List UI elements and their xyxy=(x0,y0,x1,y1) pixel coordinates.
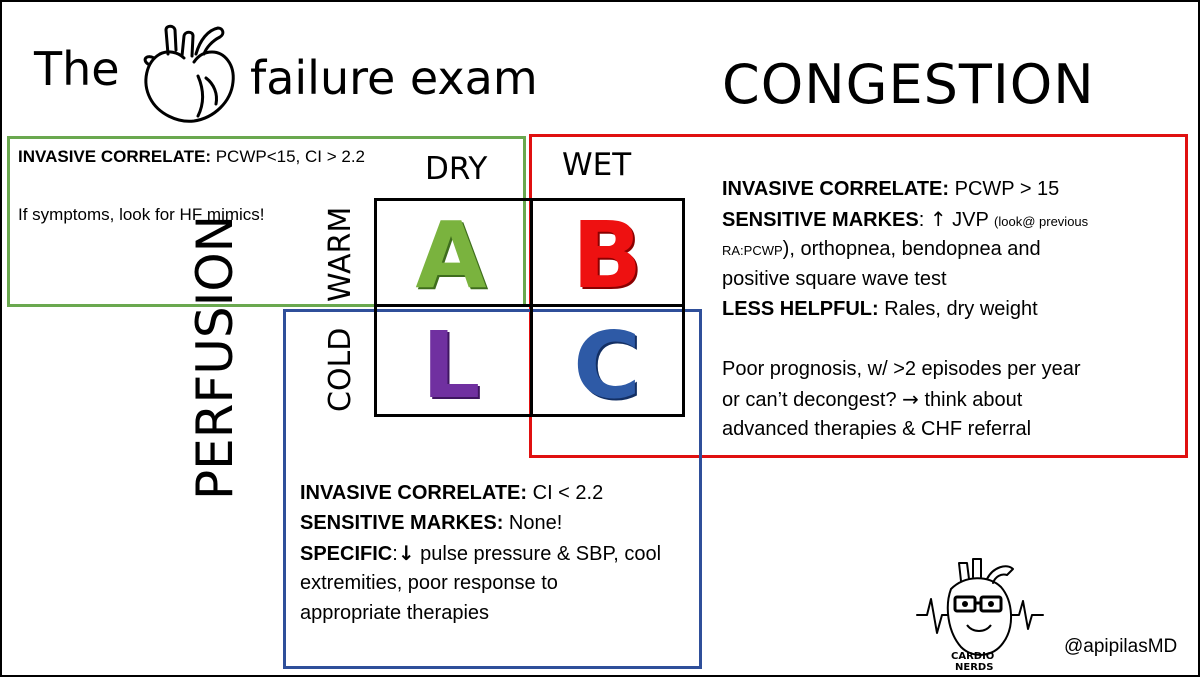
dry-region-box xyxy=(7,136,526,307)
column-label-dry: DRY xyxy=(425,151,488,187)
grid-horizontal-divider xyxy=(377,304,682,307)
wet-prognosis-1: Poor prognosis, w/ >2 episodes per year xyxy=(722,358,1081,380)
down-arrow-icon: ↓ xyxy=(397,541,415,565)
up-arrow-icon: ↑ xyxy=(929,207,947,231)
wet-prognosis-3: advanced therapies & CHF referral xyxy=(722,418,1032,440)
column-label-wet: WET xyxy=(562,147,632,183)
dry-invasive-label: INVASIVE CORRELATE: xyxy=(18,147,211,166)
right-arrow-icon: → xyxy=(902,387,919,411)
wet-prognosis-2: or can’t decongest? → think about xyxy=(722,384,1022,415)
wet-invasive-line: INVASIVE CORRELATE: PCWP > 15 xyxy=(722,174,1059,204)
cell-cold-wet: C xyxy=(573,312,641,419)
cold-sensitive-value: None! xyxy=(503,512,563,534)
wet-sensitive-colon: : xyxy=(918,209,930,231)
logo-text-cardio: CARDIO xyxy=(951,651,994,662)
wet-less-label: LESS HELPFUL: xyxy=(722,298,879,320)
row-label-warm: WARM xyxy=(323,206,358,302)
cold-specific-value-b: extremities, poor response to xyxy=(300,572,558,594)
cold-sensitive-line: SENSITIVE MARKES: None! xyxy=(300,508,562,538)
wet-invasive-label: INVASIVE CORRELATE: xyxy=(722,178,950,200)
cold-invasive-value: CI < 2.2 xyxy=(527,482,604,504)
cold-sensitive-label: SENSITIVE MARKES: xyxy=(300,512,504,534)
wet-prognosis-2a: or can’t decongest? xyxy=(722,389,903,411)
wet-sensitive-value-b: ), orthopnea, bendopnea and xyxy=(782,238,1041,260)
wet-invasive-value: PCWP > 15 xyxy=(949,178,1060,200)
heart-icon xyxy=(143,24,235,123)
wet-sensitive-note: (look@ previous xyxy=(994,214,1089,229)
logo-text-nerds: NERDS xyxy=(955,662,993,673)
dry-invasive-value: PCWP<15, CI > 2.2 xyxy=(211,147,366,166)
cell-cold-dry: L xyxy=(421,312,481,419)
cell-warm-wet: B xyxy=(571,202,643,309)
cold-specific-label: SPECIFIC xyxy=(300,543,393,565)
cold-specific-line: SPECIFIC:↓ pulse pressure & SBP, cool xyxy=(300,538,661,569)
wet-sensitive-value-a: JVP xyxy=(946,209,995,231)
wet-sensitive-value-c: positive square wave test xyxy=(722,268,947,290)
wet-sensitive-line: SENSITIVE MARKES: ↑ JVP (look@ previous xyxy=(722,204,1088,237)
title-suffix: failure exam xyxy=(250,51,538,105)
cold-specific-value-a: pulse pressure & SBP, cool xyxy=(414,543,662,565)
cold-invasive-line: INVASIVE CORRELATE: CI < 2.2 xyxy=(300,478,603,508)
congestion-axis-label: CONGESTION xyxy=(722,53,1095,116)
wet-sensitive-note-2: RA:PCWP xyxy=(722,243,783,258)
profile-grid xyxy=(374,198,685,417)
grid-vertical-divider xyxy=(530,201,533,414)
row-label-cold: COLD xyxy=(323,327,358,412)
title-prefix: The xyxy=(34,42,120,96)
cold-invasive-label: INVASIVE CORRELATE: xyxy=(300,482,528,504)
cell-warm-dry: A xyxy=(415,202,487,309)
cardionerds-logo: CARDIO NERDS xyxy=(916,558,1044,673)
wet-prognosis-2b: think about xyxy=(918,389,1023,411)
wet-less-helpful-line: LESS HELPFUL: Rales, dry weight xyxy=(722,294,1038,324)
wet-sensitive-line-2: RA:PCWP), orthopnea, bendopnea and xyxy=(722,234,1041,266)
wet-less-value: Rales, dry weight xyxy=(878,298,1038,320)
dry-note: If symptoms, look for HF mimics! xyxy=(18,205,265,224)
dry-invasive-line: INVASIVE CORRELATE: PCWP<15, CI > 2.2 xyxy=(18,142,365,172)
cold-specific-colon: : xyxy=(392,543,398,565)
author-handle: @apipilasMD xyxy=(1064,636,1178,657)
cold-specific-value-c: appropriate therapies xyxy=(300,602,490,624)
cold-region-box xyxy=(283,309,702,669)
wet-sensitive-label: SENSITIVE MARKES xyxy=(722,209,919,231)
